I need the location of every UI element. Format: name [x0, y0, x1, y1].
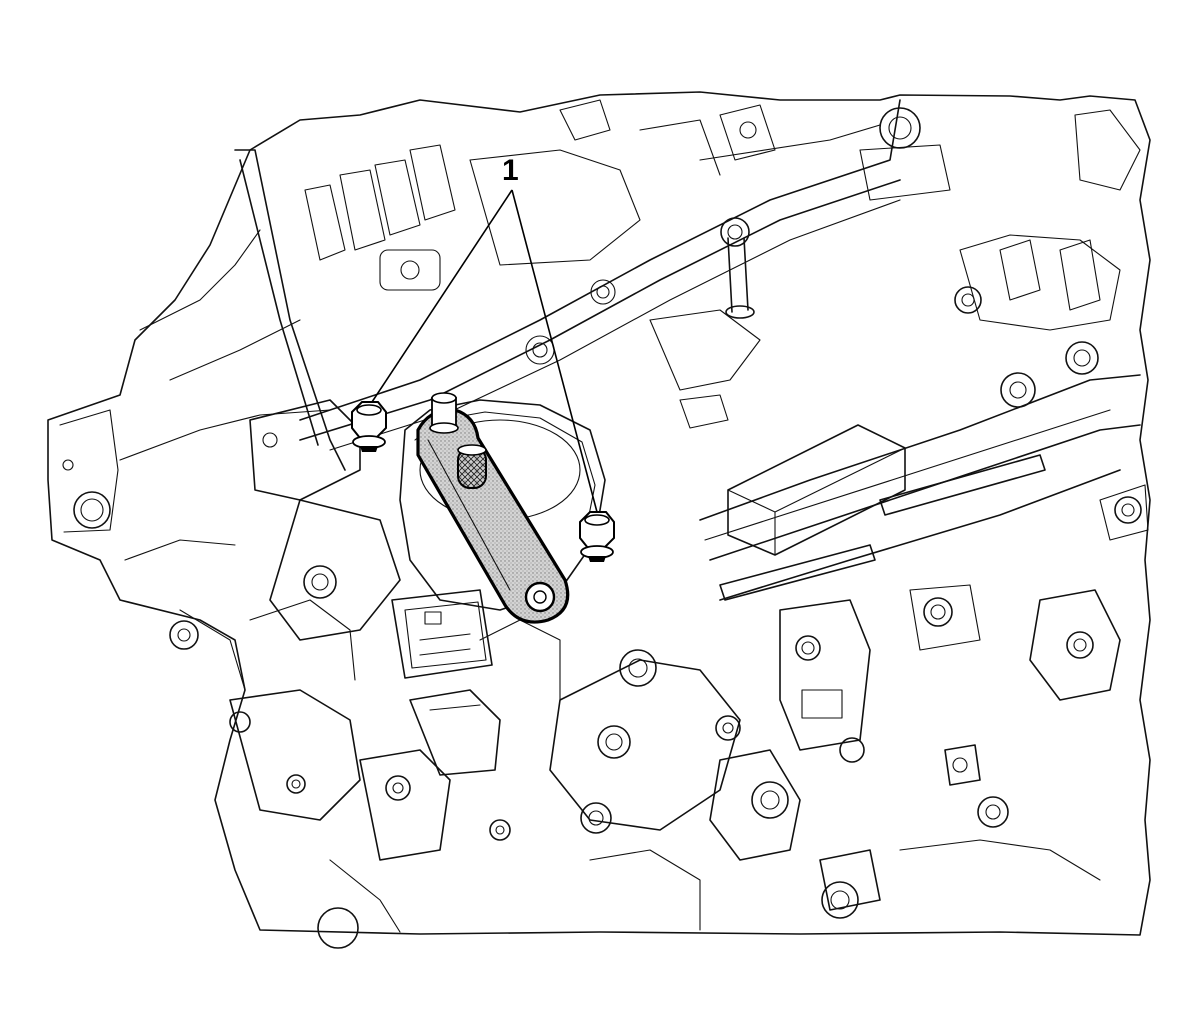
- transmission-case: [47, 91, 1151, 936]
- lower-valve-body: [479, 584, 1121, 931]
- sensor-retaining-bolts: [351, 401, 615, 562]
- callout-label: 1: [502, 154, 519, 187]
- range-sensor: [391, 392, 606, 679]
- sensor-mount-area: [169, 399, 401, 650]
- manual-shaft: [429, 392, 459, 434]
- lower-left-castings: [179, 599, 511, 949]
- lever-mesh-plug: [457, 444, 487, 489]
- right-upper-castings: [649, 107, 1141, 429]
- upper-castings: [304, 99, 776, 365]
- leader-line-right: [511, 189, 598, 513]
- callout-1: 1: [371, 154, 598, 513]
- leader-line-left: [371, 189, 513, 403]
- bolt-right: [579, 511, 615, 562]
- sensor-connector: [391, 589, 493, 679]
- upper-bracket: [234, 99, 901, 471]
- valve-body-plate: [699, 374, 1149, 601]
- bolt-left: [351, 401, 387, 452]
